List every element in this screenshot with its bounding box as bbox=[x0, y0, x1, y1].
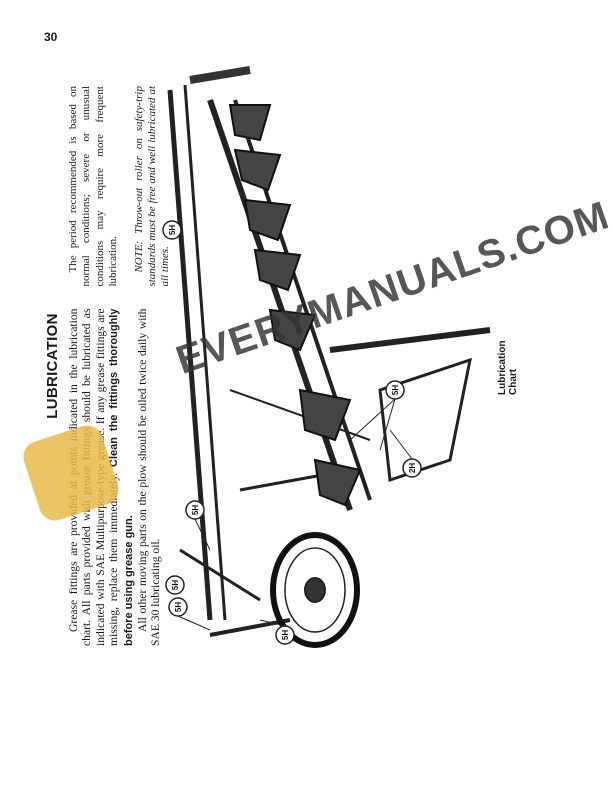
lubrication-section: LUBRICATION Grease fittings are provided… bbox=[44, 86, 171, 646]
callout-5h: 5H bbox=[385, 380, 405, 400]
callout-5h: 5H bbox=[185, 500, 205, 520]
paragraph-period: The period recommended is based on norma… bbox=[67, 86, 120, 287]
gauge-wheel bbox=[270, 532, 360, 648]
section-title: LUBRICATION bbox=[44, 313, 61, 419]
callout-2h: 2H bbox=[402, 458, 422, 478]
callout-5h: 5H bbox=[162, 220, 182, 240]
svg-text:5H: 5H bbox=[281, 630, 290, 640]
callouts: 5H 5H 5H 5H 5H 5H 2H bbox=[162, 220, 422, 645]
figure-caption: Lubrication Chart bbox=[497, 340, 519, 395]
svg-text:5H: 5H bbox=[174, 602, 183, 612]
page-number: 30 bbox=[44, 30, 58, 44]
callout-5h: 5H bbox=[275, 625, 295, 645]
plow-lubrication-diagram: 5H 5H 5H 5H 5H 5H 2H bbox=[162, 66, 491, 648]
plow-bottoms bbox=[228, 104, 362, 507]
callout-5h: 5H bbox=[165, 575, 185, 595]
svg-text:5H: 5H bbox=[168, 225, 177, 235]
svg-text:2H: 2H bbox=[408, 463, 417, 473]
svg-text:5H: 5H bbox=[171, 580, 180, 590]
svg-text:5H: 5H bbox=[191, 505, 200, 515]
svg-text:5H: 5H bbox=[391, 385, 400, 395]
callout-5h: 5H bbox=[168, 597, 188, 617]
